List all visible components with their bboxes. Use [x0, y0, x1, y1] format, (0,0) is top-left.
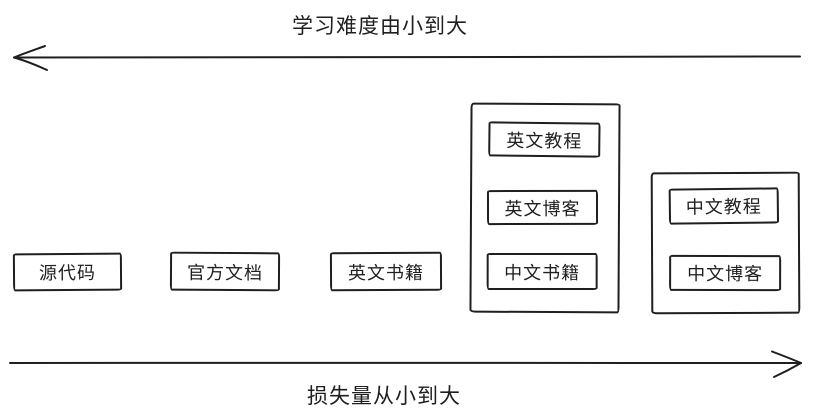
- node-official-docs: 官方文档: [169, 251, 281, 292]
- node-source-code: 源代码: [12, 252, 123, 292]
- node-official-docs-label: 官方文档: [186, 262, 264, 283]
- node-chinese-tutorials: 中文教程: [668, 187, 780, 225]
- difficulty-axis-label: 学习难度由小到大: [292, 15, 468, 38]
- node-english-blogs: 英文博客: [486, 189, 599, 226]
- node-english-tutorials: 英文教程: [488, 121, 601, 158]
- group-middle: 英文教程 英文博客 中文书籍: [469, 102, 621, 314]
- node-chinese-blogs: 中文博客: [669, 254, 782, 292]
- arrow-left-icon: [13, 45, 801, 71]
- node-source-code-label: 源代码: [38, 262, 97, 284]
- loss-axis-label: 损失量从小到大: [307, 385, 461, 408]
- group-right: 中文教程 中文博客: [650, 171, 801, 315]
- node-english-blogs-label: 英文博客: [504, 198, 581, 219]
- node-english-books-label: 英文书籍: [347, 262, 425, 283]
- node-chinese-books: 中文书籍: [486, 252, 598, 291]
- node-chinese-blogs-label: 中文博客: [687, 263, 764, 285]
- arrow-right-icon: [9, 350, 802, 378]
- node-chinese-books-label: 中文书籍: [504, 262, 581, 283]
- node-english-books: 英文书籍: [329, 251, 443, 292]
- node-chinese-tutorials-label: 中文教程: [685, 196, 762, 218]
- node-english-tutorials-label: 英文教程: [506, 130, 583, 151]
